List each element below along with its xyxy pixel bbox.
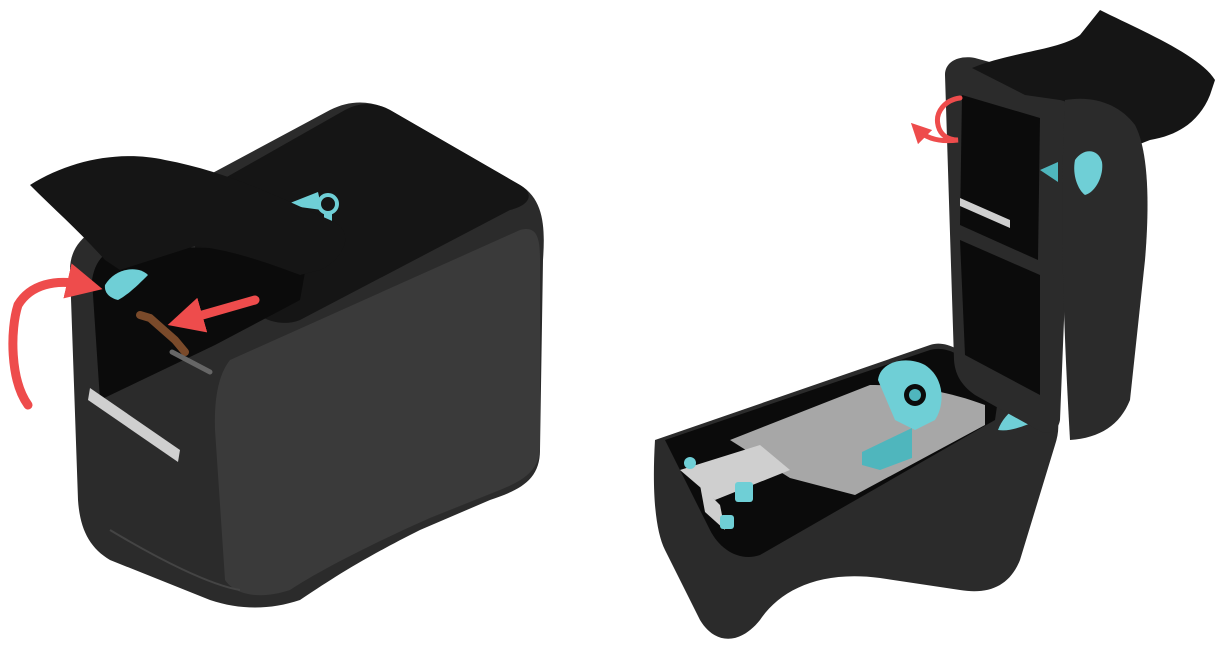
printer-closed-view xyxy=(13,103,544,608)
printer-open-view xyxy=(654,10,1215,639)
ribbon-cover-side xyxy=(1062,99,1147,440)
